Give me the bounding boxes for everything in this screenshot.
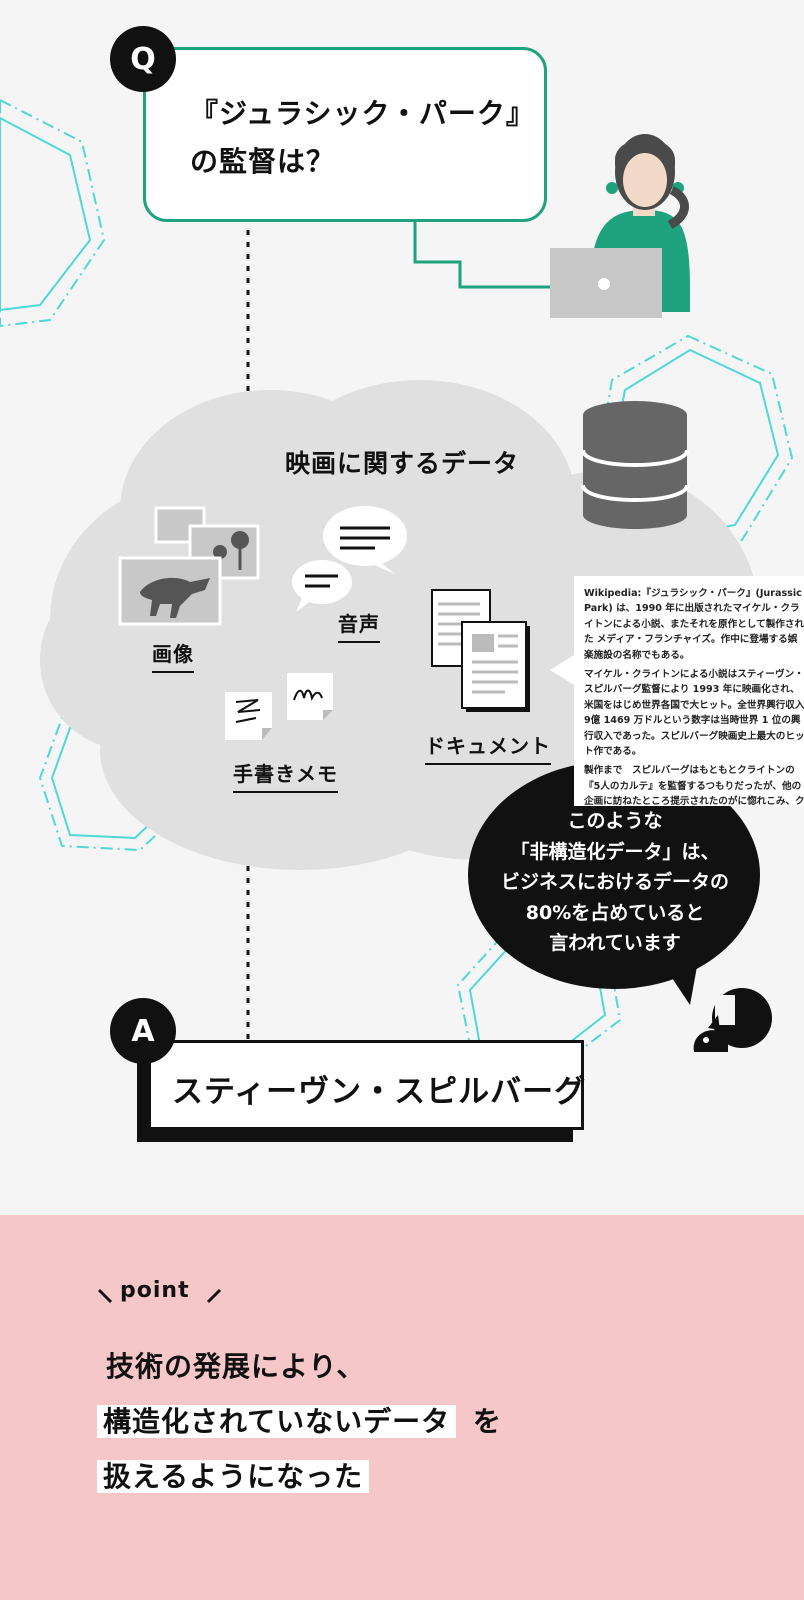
point-highlight-2: 扱えるようになった — [97, 1460, 370, 1493]
memo-label: 手書きメモ — [233, 758, 338, 793]
slash-left-icon — [97, 1288, 113, 1304]
speech-line: 「非構造化データ」は、 — [510, 840, 720, 863]
database-icon — [581, 401, 689, 529]
wikipedia-text-panel: Wikipedia:『ジュラシック・パーク』(Jurassic Park) は、… — [574, 576, 804, 806]
slash-right-icon — [206, 1288, 222, 1304]
question-box — [143, 47, 547, 222]
speech-line: ビジネスにおけるデータの — [500, 871, 729, 893]
speech-line: このような — [567, 810, 663, 832]
wiki-paragraph-1: Wikipedia:『ジュラシック・パーク』(Jurassic Park) は、… — [584, 588, 804, 661]
answer-badge: A — [110, 998, 176, 1064]
question-line-1: 『ジュラシック・パーク』 — [190, 97, 535, 130]
question-badge: Q — [110, 26, 176, 92]
point-highlight-1: 構造化されていないデータ — [97, 1405, 457, 1438]
handwritten-memo-icon — [225, 673, 333, 740]
wiki-pointer — [550, 655, 574, 685]
wiki-paragraph-2: マイケル・クライトンによる小説はスティーヴン・スピルバーグ監督により 1993 … — [584, 669, 804, 758]
document-label: ドキュメント — [425, 730, 551, 765]
point-line-1: 技術の発展により、 — [106, 1350, 366, 1383]
speech-line: 言われています — [549, 932, 681, 954]
question-text: 『ジュラシック・パーク』 の監督は？ — [190, 90, 535, 186]
document-icon — [431, 589, 530, 712]
question-line-2: の監督は？ — [190, 145, 336, 178]
audio-icon — [292, 506, 407, 612]
point-line-2: 構造化されていないデータ を — [97, 1400, 502, 1444]
point-line-2-rest: を — [472, 1405, 502, 1438]
cloud-title: 映画に関するデータ — [285, 449, 520, 478]
image-icon — [118, 506, 260, 626]
wiki-paragraph-3: 製作まで スピルバーグはもともとクライトンの『5人のカルテ』を監督するつもりだっ… — [584, 765, 804, 806]
point-label: point — [120, 1278, 190, 1303]
audio-label: 音声 — [338, 608, 380, 643]
person-with-laptop-icon — [550, 134, 690, 318]
answer-text: スティーヴン・スピルバーグ — [172, 1074, 587, 1110]
speech-line: 80%を占めていると — [525, 901, 705, 924]
image-label: 画像 — [152, 638, 194, 673]
speech-bubble — [468, 761, 760, 1005]
point-line-3: 扱えるようになった — [97, 1455, 370, 1499]
speech-bubble-text: このような 「非構造化データ」は、 ビジネスにおけるデータの 80%を占めている… — [470, 806, 760, 959]
cyan-heptagon-left-top — [0, 98, 106, 328]
speaker-character-icon — [693, 988, 772, 1052]
question-connector — [413, 222, 560, 289]
answer-box — [148, 1040, 584, 1130]
